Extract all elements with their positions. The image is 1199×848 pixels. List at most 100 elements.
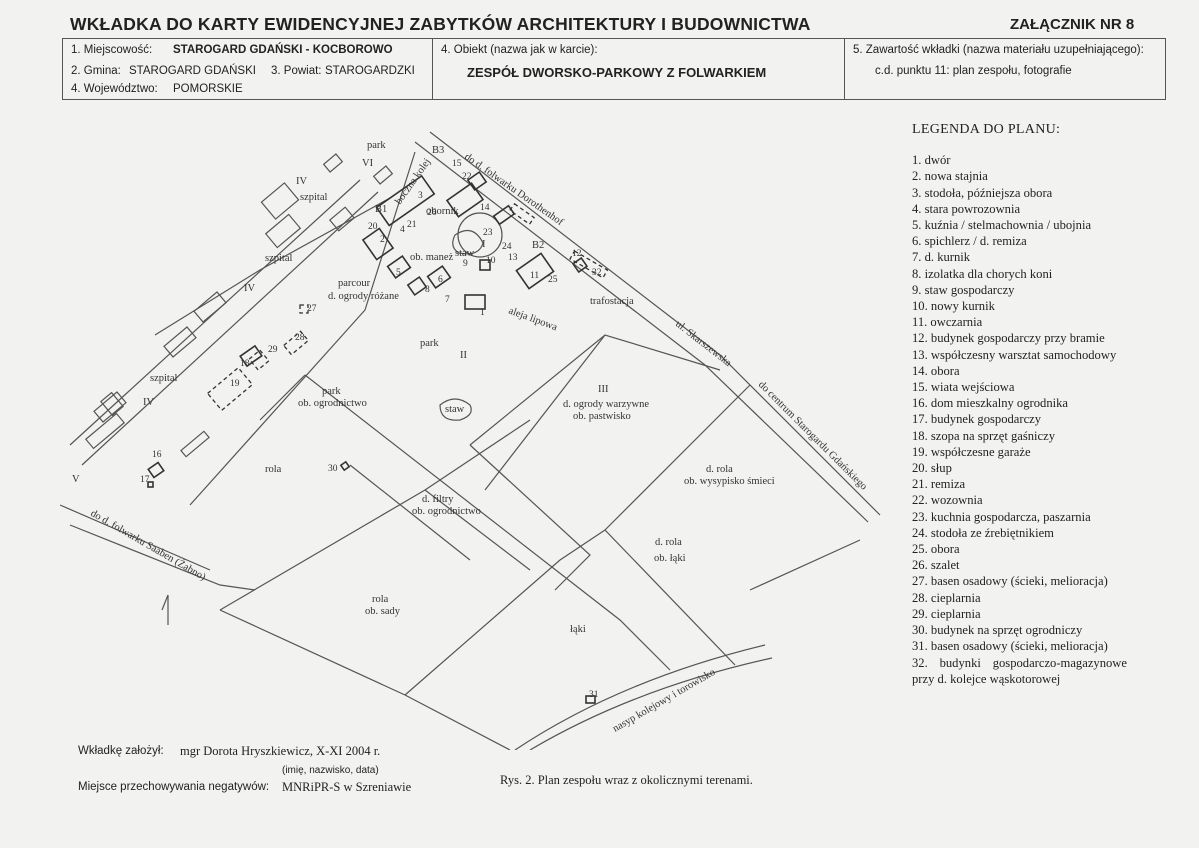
label-do-saaben: do d. folwarku Saaben (Żabno): [89, 507, 209, 583]
document-title: WKŁADKA DO KARTY EWIDENCYJNEJ ZABYTKÓW A…: [70, 14, 811, 34]
gmina-value: STAROGARD GDAŃSKI: [129, 65, 256, 77]
field-line-e: [469, 334, 721, 446]
num-28: 28: [295, 333, 305, 343]
legend-item: 12. budynek gospodarczy przy bramie: [912, 331, 1105, 346]
label-d-filtry: d. filtry: [422, 494, 454, 505]
label-ob-ogrodnictwo-b: ob. ogrodnictwo: [412, 506, 481, 517]
num-20: 20: [368, 222, 378, 232]
label-d-rola-b: d. rola: [655, 537, 682, 548]
label-park-top: park: [367, 140, 386, 151]
zalozyl-label: Wkładkę założył:: [78, 745, 164, 757]
legend-item: 32. budynki gospodarczo-magazynowe przy …: [912, 655, 1127, 686]
label-ob-pastwisko: ob. pastwisko: [573, 411, 631, 422]
label-iv-c: IV: [143, 397, 154, 408]
num-26: 26: [427, 208, 437, 218]
legend-item: 17. budynek gospodarczy: [912, 412, 1042, 427]
field-line-k: [404, 694, 511, 750]
num-24: 24: [502, 242, 512, 252]
legend-item: 30. budynek na sprzęt ogrodniczy: [912, 623, 1083, 638]
label-b3: B3: [432, 145, 444, 156]
num-2: 2: [380, 235, 385, 245]
railway-curve: [514, 644, 766, 750]
label-szpital-a: szpital: [300, 192, 327, 203]
label-b1: B1: [375, 204, 387, 215]
label-ob-sady: ob. sady: [365, 606, 401, 617]
negatywy-label: Miejsce przechowywania negatywów:: [78, 781, 270, 793]
num-27: 27: [307, 304, 317, 314]
label-vi: VI: [362, 158, 374, 169]
obiekt-label: 4. Obiekt (nazwa jak w karcie):: [441, 44, 598, 56]
legend-item: 1. dwór: [912, 153, 951, 168]
wojewodztwo-value: POMORSKIE: [173, 83, 243, 95]
legend-item: 21. remiza: [912, 477, 966, 492]
label-ob-maniez: ob. maneż: [410, 252, 453, 263]
gmina-label: 2. Gmina:: [71, 65, 121, 77]
field-line-i: [404, 529, 606, 696]
legend-item: 15. wiata wejściowa: [912, 380, 1015, 395]
label-staw-park: staw: [445, 404, 465, 415]
label-iv-a: IV: [296, 176, 307, 187]
road-skarszewska: [429, 131, 881, 516]
num-32: 32: [592, 268, 602, 278]
powiat-label: 3. Powiat:: [271, 65, 322, 77]
num-8: 8: [425, 285, 430, 295]
zalozyl-value: mgr Dorota Hryszkiewicz, X-XI 2004 r.: [180, 744, 381, 758]
label-ob-laki: ob. łąki: [654, 553, 686, 564]
num-23: 23: [483, 228, 493, 238]
legend-item: 8. izolatka dla chorych koni: [912, 266, 1053, 281]
num-13: 13: [508, 253, 518, 263]
legend-item: 13. współczesny warsztat samochodowy: [912, 347, 1117, 362]
map-buildings: [147, 170, 596, 704]
num-22: 22: [462, 172, 472, 182]
num-12: 12: [572, 249, 582, 259]
legend-item: 23. kuchnia gospodarcza, paszarnia: [912, 509, 1091, 524]
road-center-north: [189, 151, 416, 506]
label-d-ogrody-warzywne: d. ogrody warzywne: [563, 399, 649, 410]
label-iii: III: [598, 384, 609, 395]
field-line-l: [219, 609, 406, 696]
label-v: V: [72, 474, 80, 485]
legend-item: 5. kuźnia / stelmachownia / ubojnia: [912, 218, 1092, 233]
label-rola-a: rola: [265, 464, 282, 475]
label-rola-b: rola: [372, 594, 389, 605]
legend-item: 9. staw gospodarczy: [912, 282, 1015, 297]
label-staw-gosp: staw: [455, 248, 475, 259]
label-parcour: parcour: [338, 278, 371, 289]
num-3: 3: [418, 191, 423, 201]
legend-item: 6. spichlerz / d. remiza: [912, 234, 1027, 249]
zawartosc-value: c.d. punktu 11: plan zespołu, fotografie: [875, 65, 1072, 77]
negatywy-value: MNRiPR-S w Szreniawie: [282, 780, 412, 794]
num-15: 15: [452, 159, 462, 169]
field-line-c: [60, 504, 211, 571]
label-d-ogrody-rozane: d. ogrody różane: [328, 291, 399, 302]
legend-item: 18. szopa na sprzęt gaśniczy: [912, 428, 1056, 443]
label-szpital-c: szpital: [150, 373, 177, 384]
railway-curve-2: [529, 657, 773, 750]
legend-item: 7. d. kurnik: [912, 250, 971, 265]
legend-item: 10. nowy kurnik: [912, 299, 995, 314]
legend-item: 19. współczesne garaże: [912, 444, 1031, 459]
zawartosc-label: 5. Zawartość wkładki (nazwa materiału uz…: [853, 44, 1144, 56]
header-box-content: 5. Zawartość wkładki (nazwa materiału uz…: [844, 38, 1166, 100]
label-ob-wysypisko: ob. wysypisko śmieci: [684, 476, 775, 487]
powiat-value: STAROGARDZKI: [325, 65, 415, 77]
road-left-diag-2: [81, 191, 379, 466]
legend-title: LEGENDA DO PLANU:: [912, 122, 1061, 137]
miejscowosc-value: STAROGARD GDAŃSKI - KOCBOROWO: [173, 44, 393, 56]
legend-item: 16. dom mieszkalny ogrodnika: [912, 396, 1068, 411]
legend-item: 28. cieplarnia: [912, 590, 981, 605]
zalozyl-hint: (imię, nazwisko, data): [282, 765, 379, 776]
field-line-d: [219, 419, 531, 611]
legend-item: 26. szalet: [912, 558, 960, 573]
legend-item: 27. basen osadowy (ścieki, melioracja): [912, 574, 1108, 589]
num-11: 11: [530, 271, 539, 281]
num-6: 6: [438, 275, 443, 285]
field-line-a: [304, 374, 671, 671]
num-31: 31: [589, 690, 599, 700]
num-19: 19: [230, 379, 240, 389]
legend-item: 22. wozownia: [912, 493, 983, 508]
num-25: 25: [548, 275, 558, 285]
legend-item: 20. słup: [912, 461, 952, 476]
